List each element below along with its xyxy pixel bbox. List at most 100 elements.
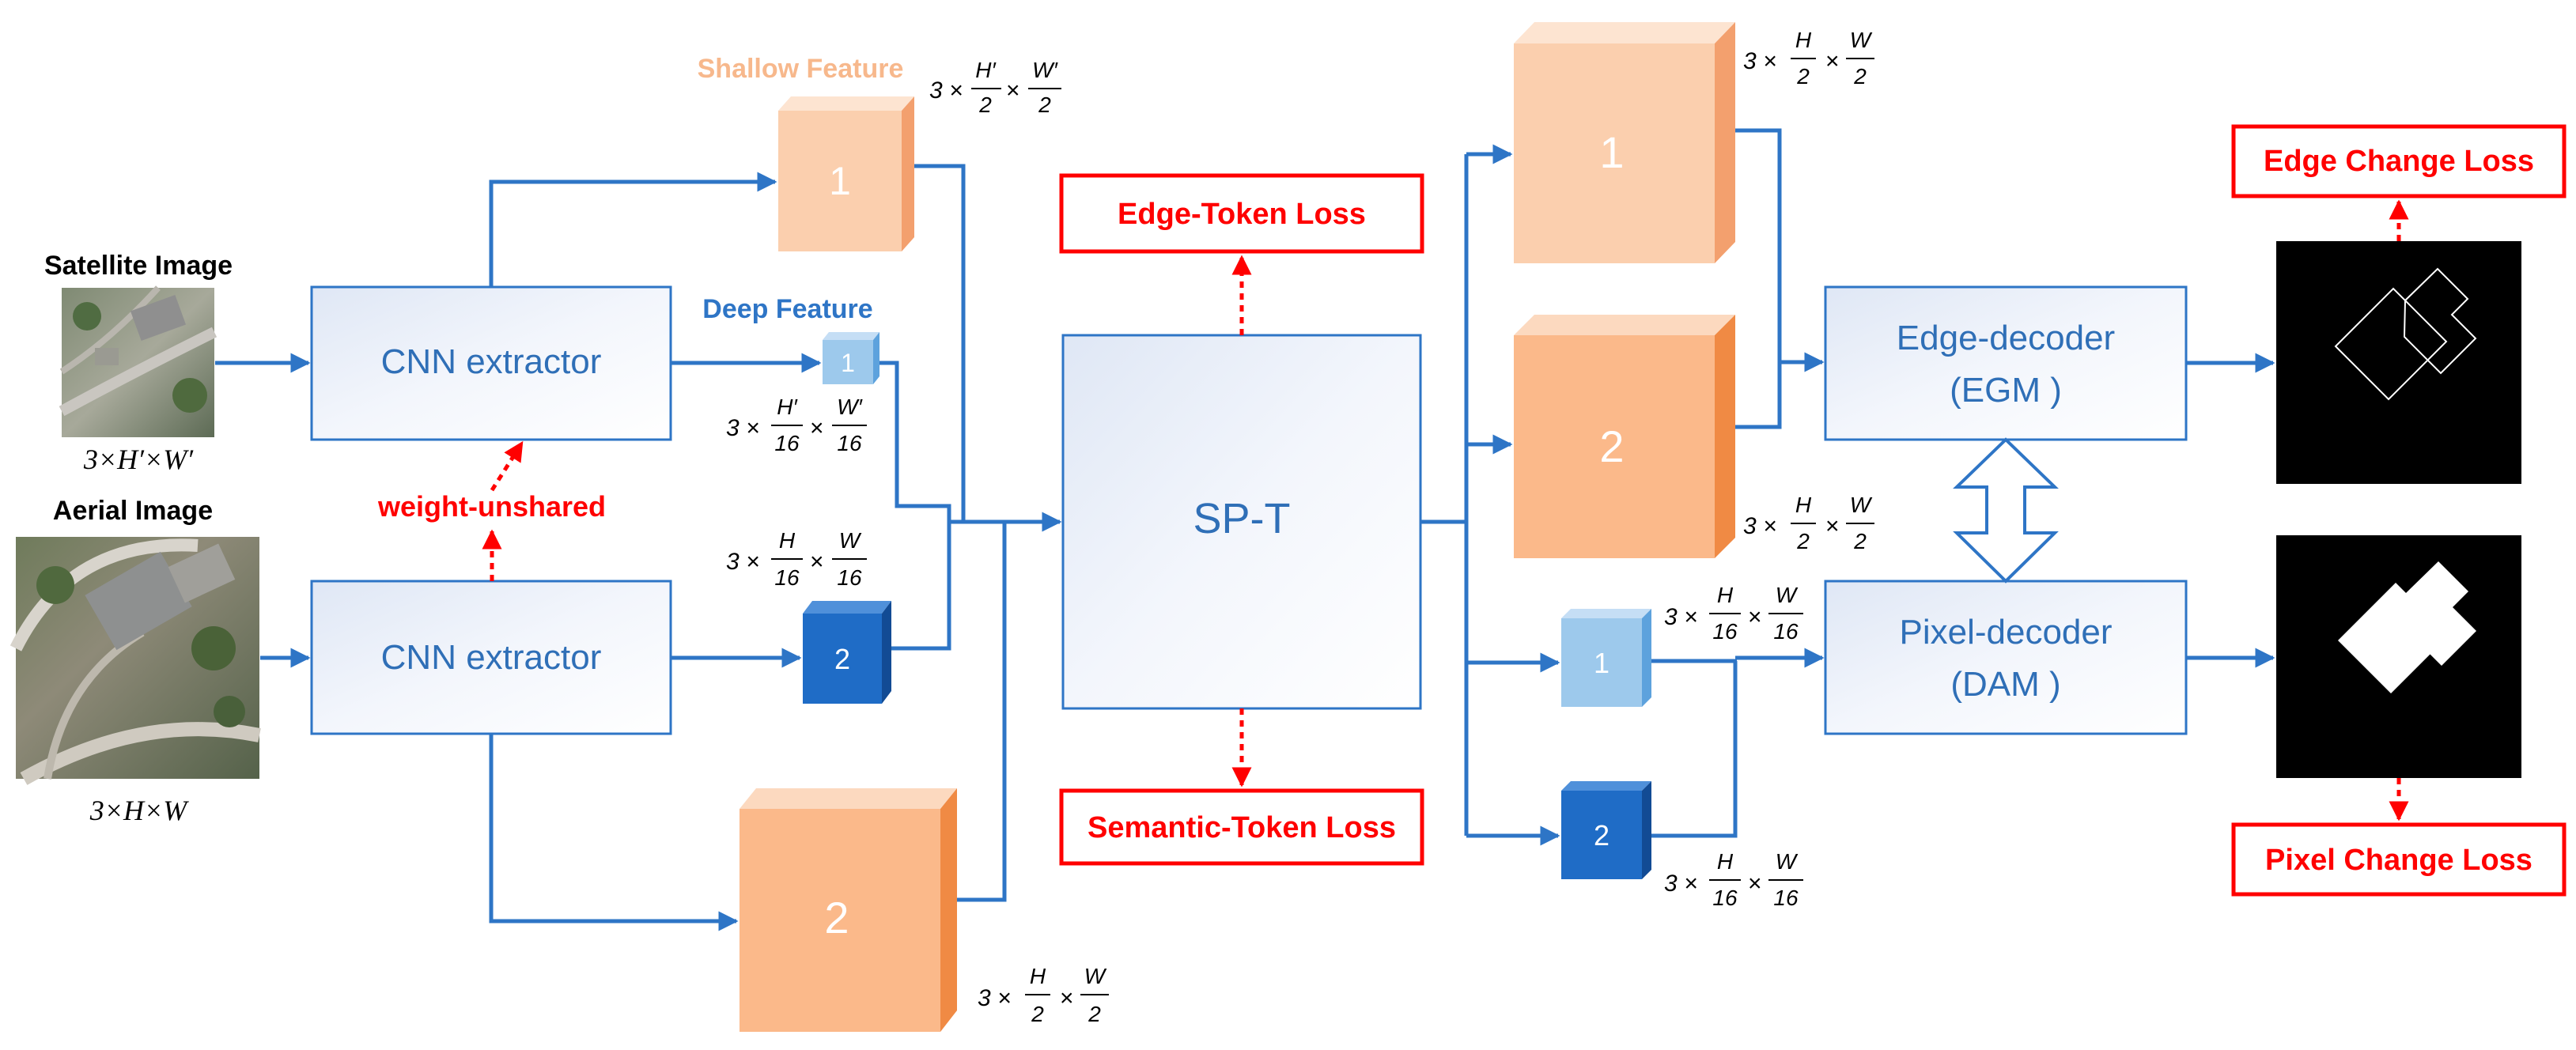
shallow-feature-cube-1: 1 <box>778 96 914 251</box>
output-shallow-cube-1-label: 1 <box>1599 127 1624 177</box>
aerial-image <box>9 537 261 785</box>
svg-text:W: W <box>839 528 862 553</box>
svg-text:H: H <box>779 528 796 553</box>
deep-cube-1-label: 1 <box>841 349 855 377</box>
svg-text:W: W <box>1776 849 1799 874</box>
edge-decoder-line2: (EGM ) <box>1950 371 2062 410</box>
line-shallow-2-to-merge <box>957 522 1007 902</box>
deep-cube-2-label: 2 <box>834 643 850 675</box>
svg-text:×: × <box>1825 48 1840 74</box>
svg-text:2: 2 <box>1796 529 1810 553</box>
svg-text:3 ×: 3 × <box>929 77 963 104</box>
svg-text:2: 2 <box>1796 64 1810 89</box>
satellite-dims: 3×H′×W′ <box>83 444 194 475</box>
svg-text:16: 16 <box>1712 886 1738 910</box>
weight-unshared-label: weight-unshared <box>377 490 606 523</box>
svg-text:×: × <box>1825 513 1840 539</box>
svg-text:16: 16 <box>774 565 800 590</box>
output-deep-cube-1-dims: 3 × H 16 × W 16 <box>1664 583 1803 644</box>
svg-text:W: W <box>1850 28 1873 52</box>
shallow-cube-2-dims: 3 × H 2 × W 2 <box>978 964 1109 1026</box>
svg-text:×: × <box>810 549 824 575</box>
svg-text:W: W <box>1776 583 1799 607</box>
svg-text:H: H <box>1795 493 1812 517</box>
deep-feature-cube-2: 2 <box>803 601 891 704</box>
edge-decoder-block: Edge-decoder (EGM ) <box>1824 285 2188 441</box>
line-deep-1-to-merge <box>879 361 951 522</box>
svg-text:2: 2 <box>1031 1002 1044 1026</box>
spt-block: SP-T <box>1061 334 1422 710</box>
edge-decoder-line1: Edge-decoder <box>1897 319 2115 357</box>
svg-text:×: × <box>1748 871 1762 897</box>
red-arrow-weight-top <box>490 440 524 492</box>
svg-text:3 ×: 3 × <box>1743 48 1777 74</box>
svg-text:W: W <box>1850 493 1873 517</box>
edge-change-loss-label: Edge Change Loss <box>2264 145 2534 178</box>
output-shallow-cube-1: 1 <box>1514 22 1735 263</box>
svg-text:3 ×: 3 × <box>726 549 760 575</box>
cnn-extractor-bottom-label: CNN extractor <box>381 638 602 677</box>
deep-cube-1-dims: 3 × H′ 16 × W′ 16 <box>726 395 867 455</box>
svg-text:16: 16 <box>774 431 800 455</box>
svg-text:3 ×: 3 × <box>726 415 760 441</box>
line-deep-2-to-merge <box>891 522 951 651</box>
svg-text:2: 2 <box>978 93 992 117</box>
cnn-extractor-top: CNN extractor <box>310 285 672 441</box>
pixel-decoder-line1: Pixel-decoder <box>1899 613 2112 652</box>
svg-text:×: × <box>1748 604 1762 630</box>
svg-text:3 ×: 3 × <box>1743 513 1777 539</box>
svg-text:16: 16 <box>1712 619 1738 644</box>
output-shallow-cube-1-dims: 3 × H 2 × W 2 <box>1743 28 1874 89</box>
svg-text:2: 2 <box>1853 529 1867 553</box>
output-shallow-cube-2-label: 2 <box>1599 421 1624 471</box>
pixel-change-map <box>2276 535 2521 778</box>
edge-change-loss-box: Edge Change Loss <box>2231 124 2567 198</box>
line-out-deep-2-to-pixel-decoder <box>1651 661 1738 838</box>
pixel-decoder-block: Pixel-decoder (DAM ) <box>1824 580 2188 735</box>
svg-text:H: H <box>1717 583 1734 607</box>
deep-feature-cube-1: 1 <box>823 332 879 384</box>
edge-change-map <box>2276 241 2521 484</box>
output-deep-cube-1: 1 <box>1561 609 1651 707</box>
line-shallow-1-to-merge <box>914 164 966 522</box>
semantic-token-loss-label: Semantic-Token Loss <box>1088 811 1396 844</box>
pixel-decoder-line2: (DAM ) <box>1950 665 2060 704</box>
deep-feature-label: Deep Feature <box>702 294 872 324</box>
arrow-bottom-extractor-to-shallow-2 <box>489 734 739 931</box>
deep-cube-2-dims: 3 × H 16 × W 16 <box>726 528 867 590</box>
svg-text:H: H <box>1030 964 1046 988</box>
pixel-change-loss-box: Pixel Change Loss <box>2231 822 2567 897</box>
shallow-cube-1-dims: 3 × H′ 2 × W′ 2 <box>929 58 1061 117</box>
svg-text:3 ×: 3 × <box>1664 604 1698 630</box>
output-deep-cube-2: 2 <box>1561 781 1651 879</box>
svg-text:2: 2 <box>1038 93 1051 117</box>
shallow-cube-2-label: 2 <box>824 893 849 942</box>
svg-text:16: 16 <box>837 565 862 590</box>
semantic-token-loss-box: Semantic-Token Loss <box>1059 788 1424 866</box>
svg-text:16: 16 <box>1773 619 1799 644</box>
svg-text:16: 16 <box>837 431 862 455</box>
svg-text:2: 2 <box>1853 64 1867 89</box>
svg-text:H: H <box>1717 849 1734 874</box>
shallow-cube-1-label: 1 <box>829 159 851 203</box>
svg-text:H: H <box>1795 28 1812 52</box>
aerial-dims: 3×H×W <box>89 795 190 826</box>
output-deep-cube-2-dims: 3 × H 16 × W 16 <box>1664 849 1803 910</box>
svg-text:×: × <box>1006 77 1020 104</box>
output-shallow-cube-2: 2 <box>1514 315 1735 558</box>
edge-token-loss-box: Edge-Token Loss <box>1059 173 1424 254</box>
line-out-shallow-1-to-edge-decoder <box>1735 128 1782 429</box>
shallow-feature-label: Shallow Feature <box>698 54 904 84</box>
svg-text:16: 16 <box>1773 886 1799 910</box>
svg-text:3 ×: 3 × <box>978 985 1012 1011</box>
cnn-extractor-bottom: CNN extractor <box>310 580 672 735</box>
output-deep-cube-1-label: 1 <box>1594 647 1610 679</box>
edge-token-loss-label: Edge-Token Loss <box>1118 198 1366 231</box>
spt-label: SP-T <box>1193 495 1290 542</box>
svg-text:H′: H′ <box>777 395 798 419</box>
svg-text:W′: W′ <box>1032 58 1058 82</box>
svg-text:3 ×: 3 × <box>1664 871 1698 897</box>
svg-text:H′: H′ <box>975 58 997 82</box>
svg-text:×: × <box>1060 985 1074 1011</box>
